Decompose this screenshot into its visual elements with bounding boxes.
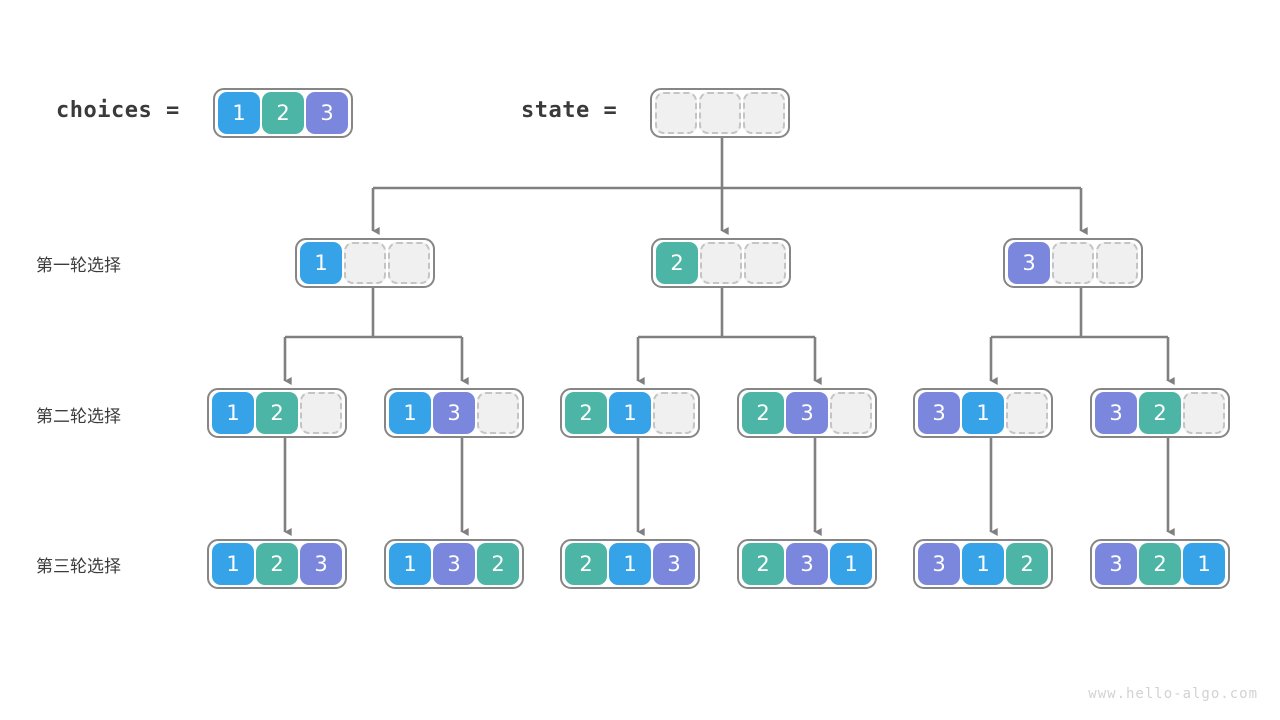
array-cell-empty [388,242,430,284]
array-cell-value: 1 [830,543,872,585]
array-cell-value: 3 [306,92,348,134]
array-cell-empty [344,242,386,284]
array-cell-value: 1 [1183,543,1225,585]
array-cell-value: 1 [389,543,431,585]
array-cell-empty [477,392,519,434]
array-cell-value: 2 [742,543,784,585]
row-label-round-2: 第二轮选择 [36,407,121,427]
array-cell-empty [1096,242,1138,284]
array-cell-value: 1 [609,392,651,434]
array-cell-value: 3 [918,543,960,585]
array-cell-empty [1052,242,1094,284]
array-cell-empty [830,392,872,434]
array-cell-value: 3 [786,392,828,434]
watermark: www.hello-algo.com [1088,686,1258,702]
array-cell-value: 1 [962,543,1004,585]
array-cell-empty [1183,392,1225,434]
array-cell-value: 1 [389,392,431,434]
array-cell-value: 1 [218,92,260,134]
array-cell-value: 3 [918,392,960,434]
round-1-node-3: 3 [1003,238,1143,288]
row-label-round-1: 第一轮选择 [36,256,121,276]
array-cell-value: 2 [656,242,698,284]
array-cell-value: 1 [212,392,254,434]
array-cell-empty [300,392,342,434]
array-cell-value: 2 [256,392,298,434]
array-cell-value: 3 [433,543,475,585]
array-cell-value: 1 [609,543,651,585]
array-cell-empty [700,242,742,284]
array-cell-value: 3 [1095,392,1137,434]
array-cell-empty [744,242,786,284]
array-cell-value: 1 [962,392,1004,434]
array-cell-value: 1 [300,242,342,284]
state-label: state = [521,98,618,123]
row-label-round-3: 第三轮选择 [36,557,121,577]
array-cell-value: 3 [1095,543,1137,585]
array-cell-value: 2 [1006,543,1048,585]
array-cell-value: 2 [742,392,784,434]
array-cell-value: 2 [477,543,519,585]
array-cell-value: 3 [1008,242,1050,284]
array-cell-value: 3 [653,543,695,585]
array-cell-value: 2 [1139,392,1181,434]
array-cell-value: 2 [1139,543,1181,585]
array-cell-value: 1 [212,543,254,585]
array-cell-value: 3 [300,543,342,585]
array-cell-value: 2 [256,543,298,585]
array-cell-empty [743,92,785,134]
array-cell-value: 2 [262,92,304,134]
round-1-node-2: 2 [651,238,791,288]
array-cell-empty [653,392,695,434]
round-1-node-1: 1 [295,238,435,288]
array-cell-value: 2 [565,392,607,434]
array-cell-empty [655,92,697,134]
array-cell-value: 3 [786,543,828,585]
array-cell-empty [699,92,741,134]
array-cell-value: 3 [433,392,475,434]
array-cell-value: 2 [565,543,607,585]
array-cell-empty [1006,392,1048,434]
choices-label: choices = [56,98,180,123]
state-array [650,88,790,138]
